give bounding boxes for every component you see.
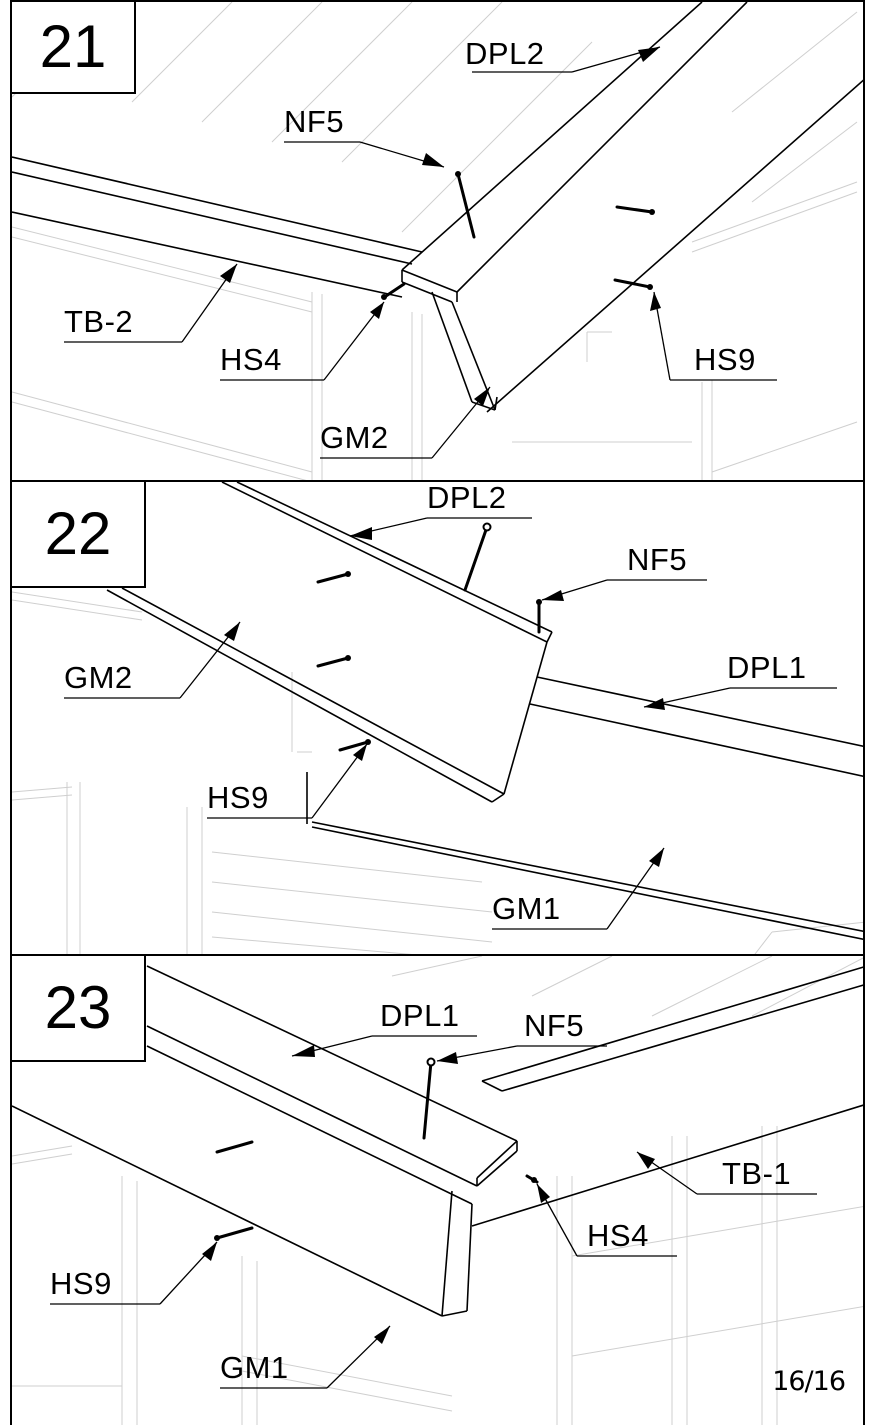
label-dpl2: DPL2 bbox=[427, 480, 507, 515]
step-23-panel: 23 DPL1 NF5 TB-1 HS4 HS9 GM1 bbox=[10, 954, 865, 1425]
label-hs9: HS9 bbox=[694, 342, 756, 377]
step-21-illustration bbox=[12, 2, 863, 480]
label-gm1: GM1 bbox=[492, 891, 561, 926]
page-number: 16/16 bbox=[772, 1366, 846, 1397]
label-gm2: GM2 bbox=[320, 420, 389, 455]
step-number: 21 bbox=[12, 2, 136, 94]
label-tb-2: TB-2 bbox=[64, 304, 134, 339]
step-23-illustration bbox=[12, 956, 863, 1425]
label-dpl2: DPL2 bbox=[465, 36, 545, 71]
label-hs4: HS4 bbox=[220, 342, 282, 377]
label-hs9: HS9 bbox=[50, 1266, 112, 1301]
label-nf5: NF5 bbox=[284, 104, 345, 139]
label-dpl1: DPL1 bbox=[727, 650, 807, 685]
label-dpl1: DPL1 bbox=[380, 998, 460, 1033]
label-gm1: GM1 bbox=[220, 1350, 289, 1385]
step-22-panel: 22 DPL2 NF5 GM2 DPL1 HS9 GM1 bbox=[10, 480, 865, 956]
label-hs4: HS4 bbox=[587, 1218, 649, 1253]
label-tb-1: TB-1 bbox=[722, 1156, 792, 1191]
label-gm2: GM2 bbox=[64, 660, 133, 695]
label-nf5: NF5 bbox=[524, 1008, 585, 1043]
step-22-illustration bbox=[12, 482, 863, 954]
label-hs9: HS9 bbox=[207, 780, 269, 815]
step-number: 22 bbox=[12, 482, 146, 588]
label-nf5: NF5 bbox=[627, 542, 688, 577]
step-21-panel: 21 DPL2 NF5 TB-2 HS4 HS9 GM2 bbox=[10, 0, 865, 482]
step-number: 23 bbox=[12, 956, 146, 1062]
